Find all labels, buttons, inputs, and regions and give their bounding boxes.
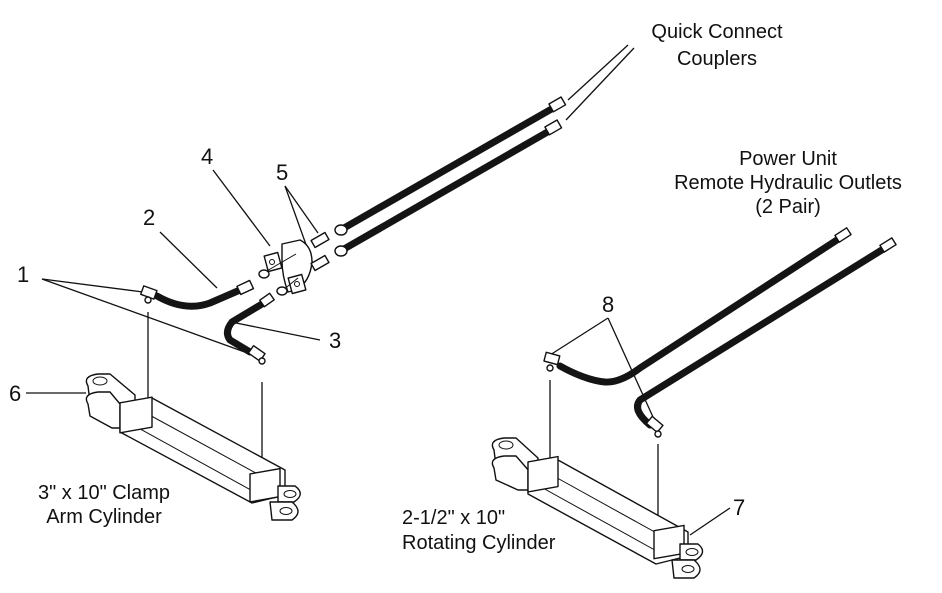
callout-3: 3 xyxy=(329,328,341,353)
label-quick-connect-couplers: Quick Connect Couplers xyxy=(651,21,783,70)
label-clamp-arm-cylinder: 3" x 10" Clamp Arm Cylinder xyxy=(38,482,170,528)
leader-qc-1 xyxy=(567,44,629,101)
callout-6: 6 xyxy=(9,381,21,406)
elbow-fitting-icon xyxy=(140,285,664,438)
leader-2 xyxy=(159,231,218,289)
rotating-cylinder xyxy=(491,437,704,579)
label-rotating-cylinder: 2-1/2" x 10" Rotating Cylinder xyxy=(402,507,556,554)
callout-7: 7 xyxy=(733,495,745,520)
callout-8: 8 xyxy=(602,292,614,317)
label-line: Power Unit xyxy=(739,148,837,170)
hose-end-fitting-icon xyxy=(834,227,897,253)
mounting-bracket xyxy=(258,239,313,296)
label-line: Couplers xyxy=(677,48,757,70)
hose-pu-2 xyxy=(634,244,889,429)
label-power-unit-outlets: Power Unit Remote Hydraulic Outlets (2 P… xyxy=(674,148,902,218)
leader-lines xyxy=(26,44,731,536)
hose-3 xyxy=(223,292,275,356)
leader-8a xyxy=(549,317,609,356)
label-line: Remote Hydraulic Outlets xyxy=(674,172,902,194)
adapter-fittings xyxy=(310,231,330,272)
hose-qc-upper xyxy=(340,103,559,232)
leader-5a xyxy=(284,185,319,234)
clamp-arm-cylinder xyxy=(85,373,301,521)
hose-2 xyxy=(153,279,255,310)
callout-2: 2 xyxy=(143,205,155,230)
hose-pu-1 xyxy=(556,234,844,386)
leader-qc-2 xyxy=(565,47,635,121)
leader-7 xyxy=(689,507,731,536)
label-line: Rotating Cylinder xyxy=(402,532,556,554)
power-unit-hoses xyxy=(556,227,897,429)
leader-3 xyxy=(235,322,321,341)
quick-connect-hoses xyxy=(334,96,567,257)
leader-1a xyxy=(41,278,144,293)
callout-5: 5 xyxy=(276,160,288,185)
label-line: Quick Connect xyxy=(651,21,783,43)
hose-qc-lower xyxy=(340,126,555,253)
callout-1: 1 xyxy=(17,262,29,287)
hose-end-fitting-icon xyxy=(334,96,567,257)
label-line: Arm Cylinder xyxy=(46,506,162,528)
label-line: 3" x 10" Clamp xyxy=(38,482,170,504)
leader-4 xyxy=(212,169,271,247)
callout-4: 4 xyxy=(201,144,213,169)
label-line: (2 Pair) xyxy=(755,196,821,218)
label-line: 2-1/2" x 10" xyxy=(402,507,505,529)
